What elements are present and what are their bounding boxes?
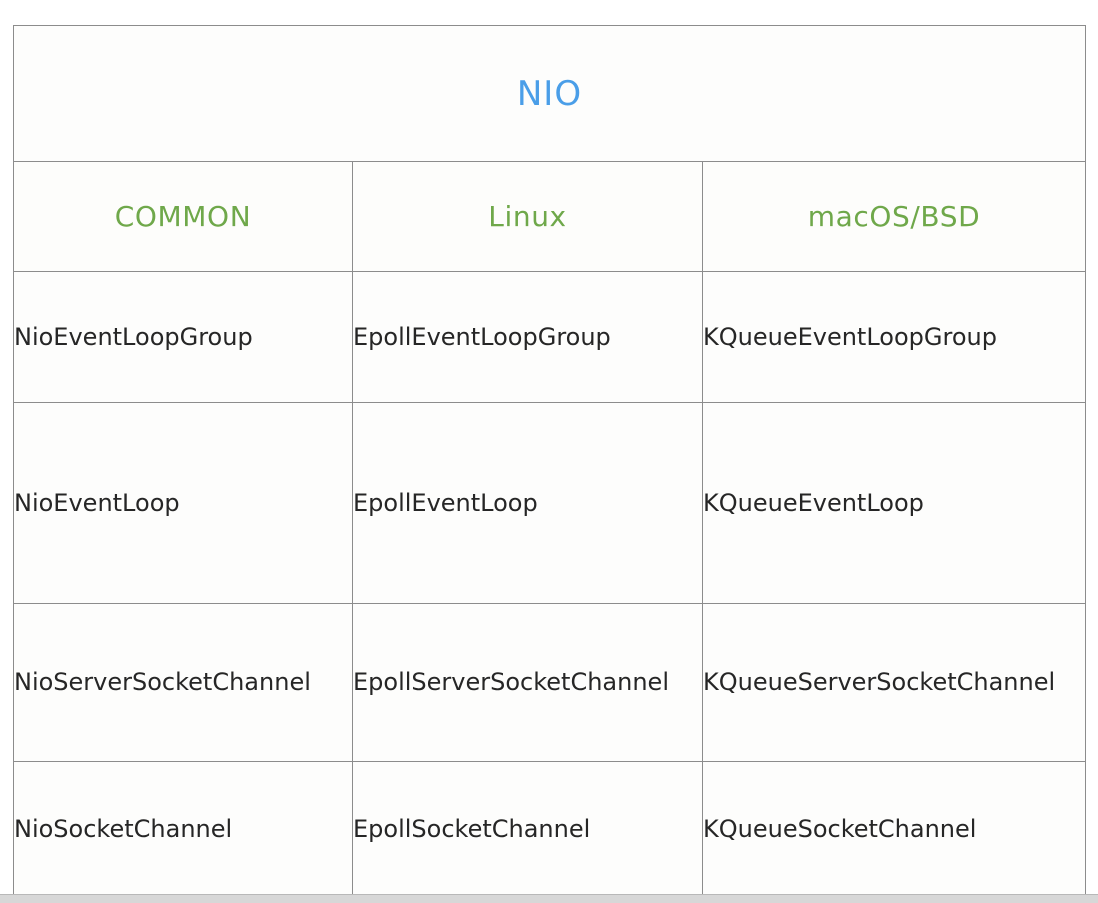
cell-text: KQueueSocketChannel (703, 815, 977, 844)
column-header-linux: Linux (352, 161, 703, 272)
table-title-row: NIO (13, 25, 1086, 162)
cell-linux: EpollSocketChannel (352, 761, 703, 898)
cell-macos: KQueueSocketChannel (702, 761, 1086, 898)
cell-macos: KQueueServerSocketChannel (702, 603, 1086, 762)
column-header-label: macOS/BSD (807, 200, 981, 233)
cell-macos: KQueueEventLoopGroup (702, 271, 1086, 403)
table-row: NioEventLoopGroup EpollEventLoopGroup KQ… (13, 271, 1086, 403)
cell-text: KQueueEventLoop (703, 488, 924, 517)
cell-text: NioEventLoopGroup (14, 322, 253, 351)
cell-text: NioEventLoop (14, 488, 180, 517)
cell-common: NioServerSocketChannel (13, 603, 353, 762)
cell-text: KQueueServerSocketChannel (703, 668, 1056, 697)
cell-text: EpollServerSocketChannel (353, 668, 669, 697)
cell-text: KQueueEventLoopGroup (703, 322, 997, 351)
page-bottom-edge (0, 894, 1098, 903)
column-header-label: Linux (488, 200, 567, 233)
cell-text: NioServerSocketChannel (14, 668, 311, 697)
table-title-cell: NIO (13, 25, 1086, 162)
cell-common: NioSocketChannel (13, 761, 353, 898)
nio-comparison-table: NIO COMMON Linux macOS/BSD NioEventLoopG… (13, 25, 1086, 898)
table-header-row: COMMON Linux macOS/BSD (13, 161, 1086, 272)
column-header-macos-bsd: macOS/BSD (702, 161, 1086, 272)
cell-common: NioEventLoopGroup (13, 271, 353, 403)
cell-linux: EpollEventLoopGroup (352, 271, 703, 403)
page-title: NIO (516, 73, 583, 114)
column-header-label: COMMON (114, 200, 252, 233)
cell-linux: EpollServerSocketChannel (352, 603, 703, 762)
cell-text: NioSocketChannel (14, 815, 233, 844)
cell-text: EpollEventLoop (353, 488, 538, 517)
column-header-common: COMMON (13, 161, 353, 272)
table-row: NioServerSocketChannel EpollServerSocket… (13, 603, 1086, 762)
cell-common: NioEventLoop (13, 402, 353, 604)
cell-text: EpollEventLoopGroup (353, 322, 611, 351)
table-row: NioSocketChannel EpollSocketChannel KQue… (13, 761, 1086, 898)
cell-linux: EpollEventLoop (352, 402, 703, 604)
cell-macos: KQueueEventLoop (702, 402, 1086, 604)
cell-text: EpollSocketChannel (353, 815, 591, 844)
table-row: NioEventLoop EpollEventLoop KQueueEventL… (13, 402, 1086, 604)
